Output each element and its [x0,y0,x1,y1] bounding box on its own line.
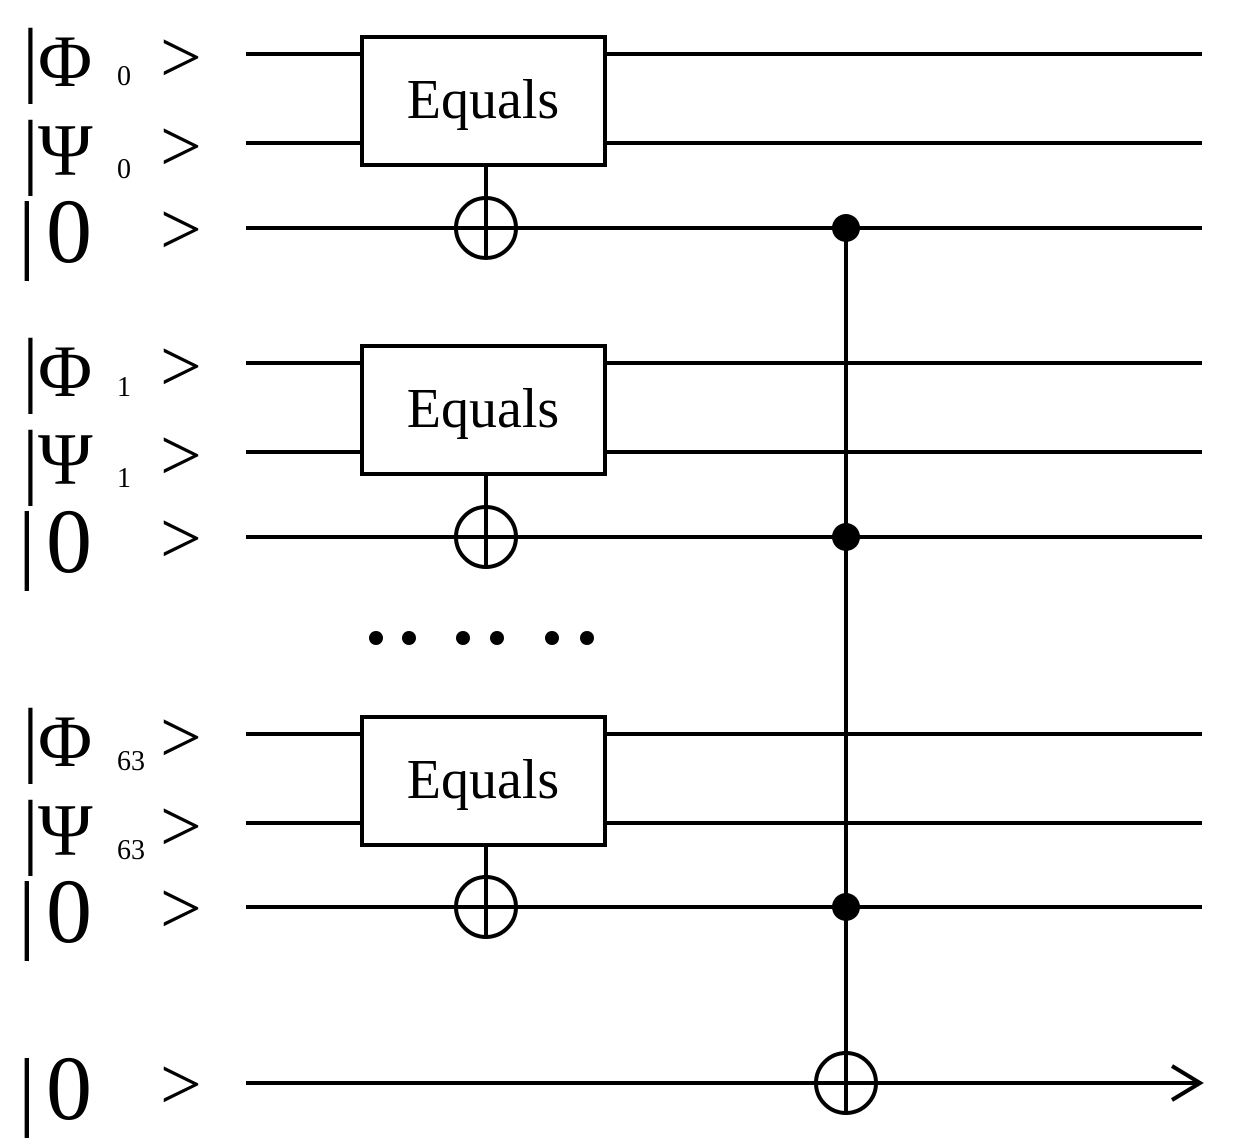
phi-1-symbol: Φ [38,331,92,413]
output-target [814,1051,878,1115]
ket-close-phi-0: > [160,17,202,99]
ket-bar-psi-0: | [22,104,39,197]
psi-1-subscript: 1 [117,463,131,494]
phi-63-symbol: Φ [38,701,92,783]
ket-bar-phi-63: | [22,692,39,785]
ket-bar-psi-63: | [22,784,39,877]
ancilla-0-zero: 0 [46,180,92,282]
ket-close-ancilla-1: > [160,498,202,580]
ket-bar-psi-1: | [22,414,39,507]
output-arrow-icon [1170,1064,1204,1102]
qubit-group-0: | Φ 0 > | Ψ 0 > | 0 > Equals [18,12,1202,282]
qubit-group-63: | Φ 63 > | Ψ 63 > | 0 > Equals [18,692,1202,962]
equals-gate-63-label: Equals [407,749,559,811]
psi-1-symbol: Ψ [38,419,93,501]
qubit-group-1: | Φ 1 > | Ψ 1 > | 0 > Equals [18,322,1202,592]
ket-close-ancilla-63: > [160,868,202,950]
equals-gate-63 [360,715,607,847]
ket-close-psi-0: > [160,106,202,188]
psi-63-symbol: Ψ [38,790,93,872]
control-dot-63 [832,893,860,921]
equals-gate-1 [360,344,607,476]
ket-close-phi-1: > [160,326,202,408]
psi-0-symbol: Ψ [38,110,93,192]
ancilla-1-zero: 0 [46,490,92,592]
ket-close-psi-1: > [160,415,202,497]
phi-0-subscript: 0 [117,61,131,92]
equals-gate-0-label: Equals [407,69,559,131]
control-dot-0 [832,214,860,242]
multi-controlled-not [814,214,878,1115]
output-zero: 0 [46,1037,92,1139]
cnot-target-1 [454,505,518,569]
equals-gate-1-label: Equals [407,378,559,440]
ket-bar-phi-0: | [22,12,39,105]
cnot-target-63 [454,875,518,939]
ket-bar-ancilla-63: | [18,865,36,962]
ket-close-psi-63: > [160,786,202,868]
ket-bar-ancilla-0: | [18,185,36,282]
psi-63-subscript: 63 [117,835,145,866]
ancilla-63-zero: 0 [46,860,92,962]
ket-close-ancilla-0: > [160,189,202,271]
phi-1-subscript: 1 [117,372,131,403]
ellipsis-dots [369,631,594,645]
ket-close-phi-63: > [160,697,202,779]
psi-0-subscript: 0 [117,154,131,185]
phi-0-symbol: Φ [38,21,92,103]
ket-bar-ancilla-1: | [18,495,36,592]
cnot-target-0 [454,196,518,260]
control-dot-1 [832,523,860,551]
ket-close-output: > [160,1044,202,1126]
ket-bar-phi-1: | [22,322,39,415]
ket-bar-output: | [18,1042,36,1139]
equals-gate-0 [360,35,607,167]
output-qubit: | 0 > [18,1037,1204,1139]
phi-63-subscript: 63 [117,746,145,777]
